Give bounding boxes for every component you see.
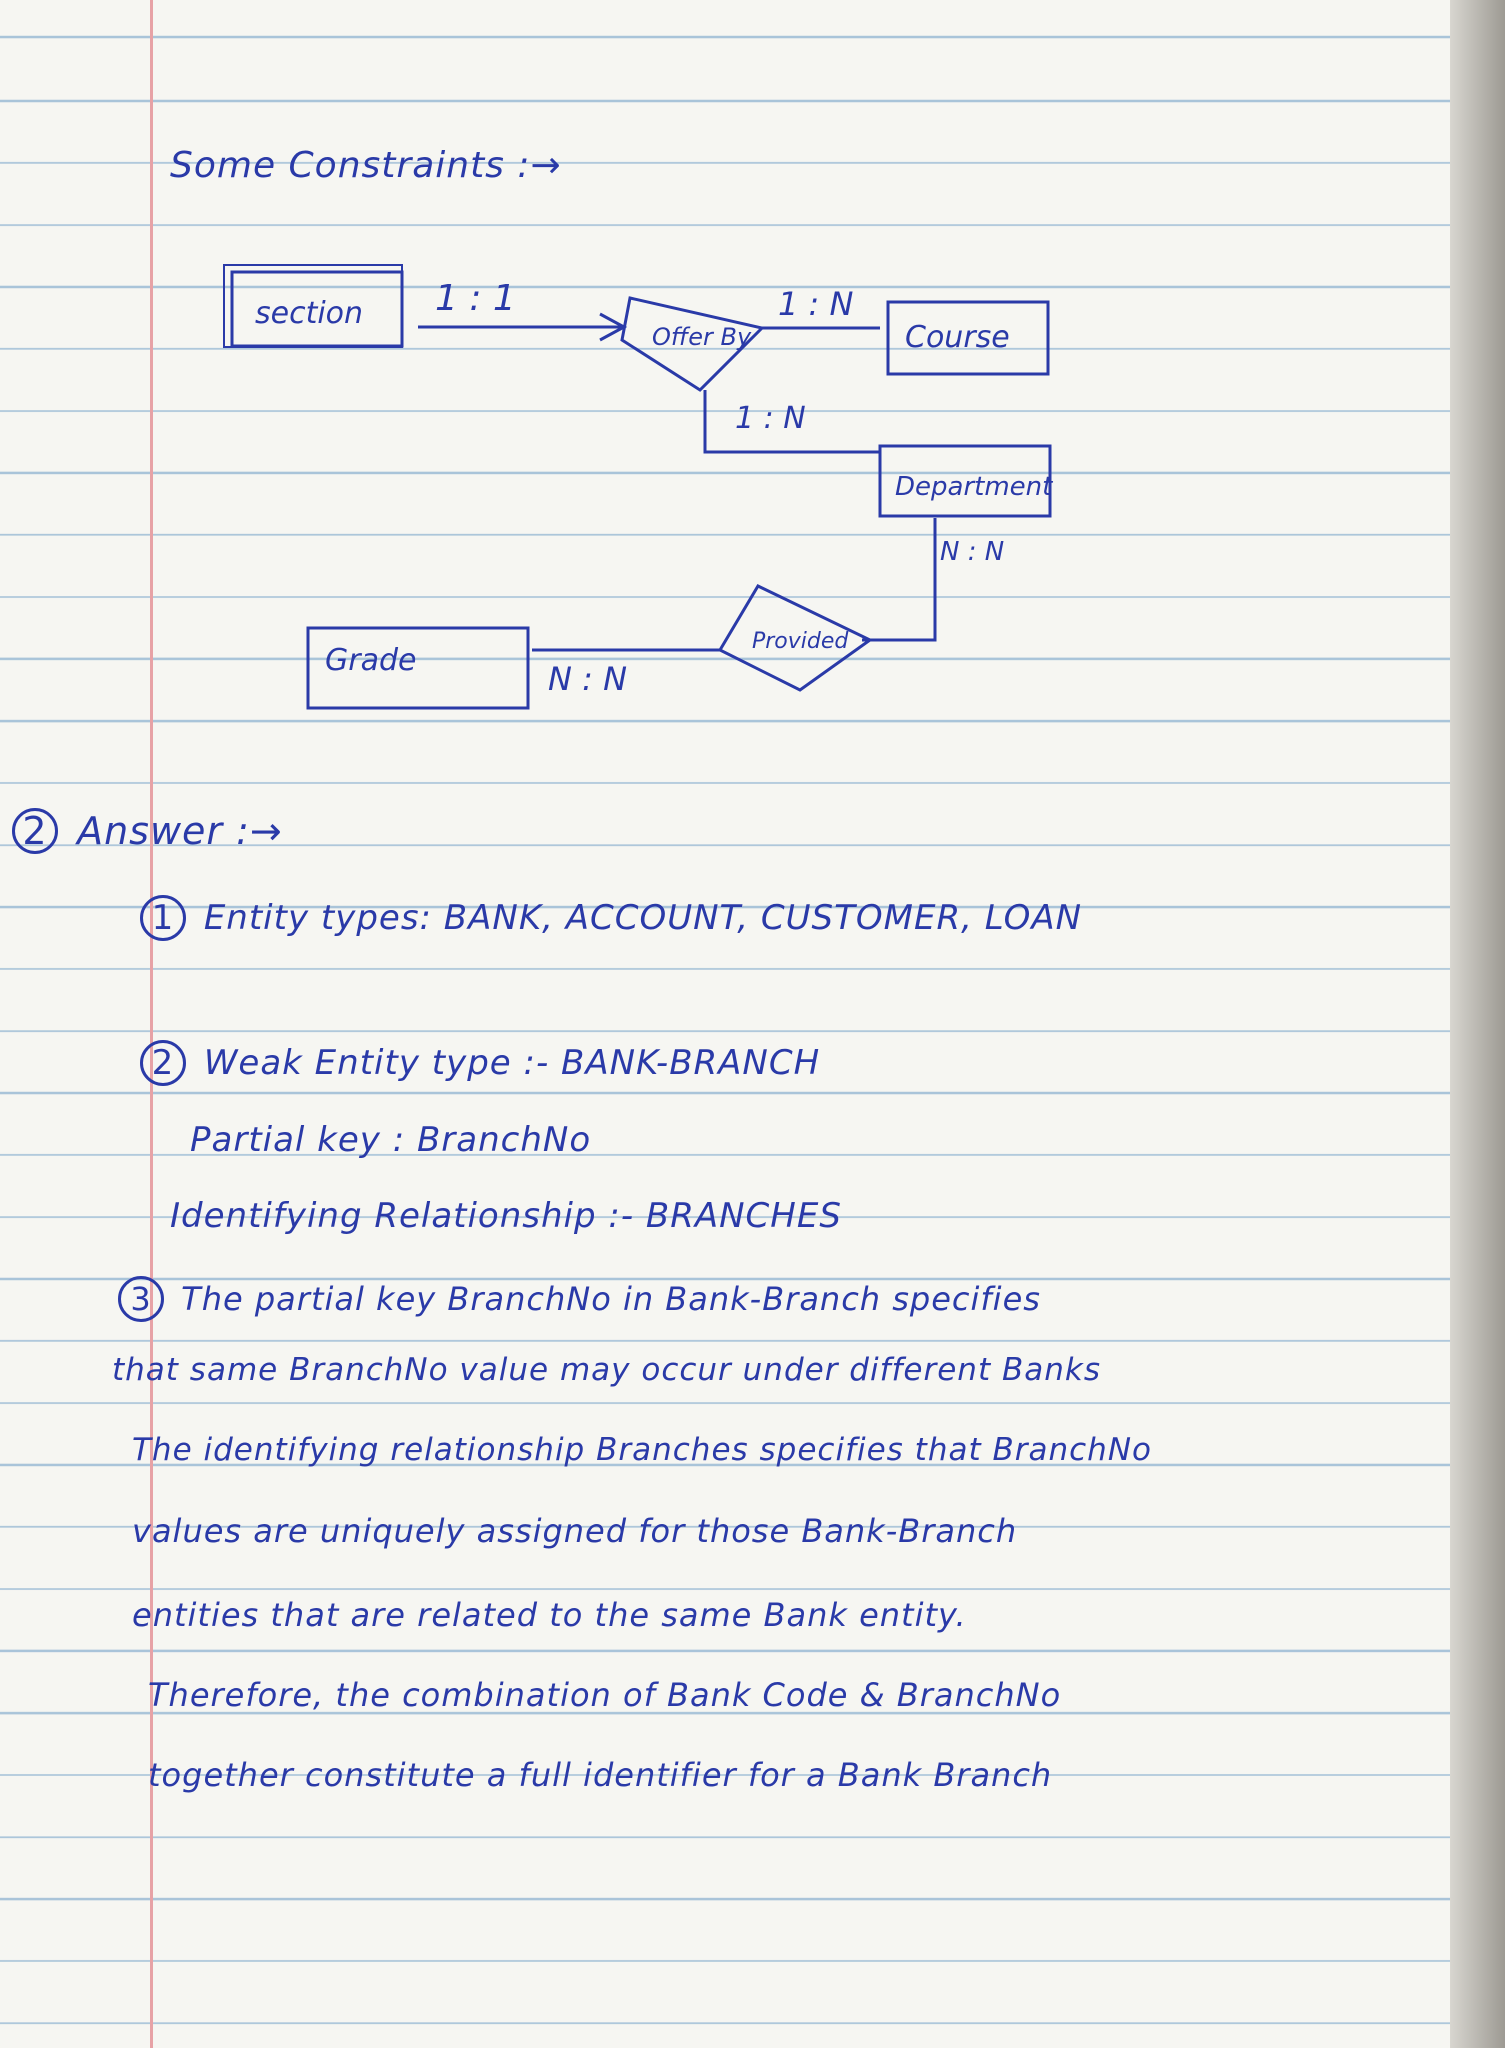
item-3-number: 3 [118, 1276, 164, 1322]
item-2-line-2: Partial key : BranchNo [190, 1120, 592, 1160]
rel-provided-label: Provided [752, 629, 849, 654]
item-3-line-4: values are uniquely assigned for those B… [132, 1512, 1018, 1550]
item-3-line-2: that same BranchNo value may occur under… [112, 1352, 1101, 1388]
margin-line [150, 0, 153, 2048]
entity-grade-label: Grade [325, 643, 416, 678]
answer-item-3: 3 The partial key BranchNo in Bank-Branc… [118, 1276, 1041, 1322]
rel-provided-diamond [717, 584, 873, 692]
notebook-page [0, 0, 1450, 2048]
answer-label: Answer :→ [77, 809, 283, 853]
answer-number: 2 [12, 808, 58, 854]
heading: Some Constraints :→ [170, 145, 562, 186]
item-3-line-3: The identifying relationship Branches sp… [132, 1432, 1152, 1468]
card-offer-department: 1 : N [735, 401, 806, 436]
link-department-provided [862, 518, 937, 642]
item-3-line-6: Therefore, the combination of Bank Code … [148, 1676, 1062, 1714]
item-3-line-7: together constitute a full identifier fo… [148, 1756, 1053, 1794]
card-department-provided: N : N [940, 537, 1004, 567]
entity-department-box [878, 444, 1052, 518]
rel-offer-diamond [620, 296, 765, 392]
entity-grade-box [306, 626, 530, 710]
item-3-line-1: The partial key BranchNo in Bank-Branch … [181, 1280, 1041, 1318]
item-2-line-3: Identifying Relationship :- BRANCHES [170, 1196, 842, 1236]
answer-heading: 2 Answer :→ [12, 808, 283, 854]
entity-course-box [886, 300, 1050, 376]
answer-item-1: 1 Entity types: BANK, ACCOUNT, CUSTOMER,… [140, 895, 1082, 941]
card-offer-course: 1 : N [778, 285, 853, 323]
card-section-offer: 1 : 1 [435, 278, 516, 319]
link-offer-department [703, 390, 880, 454]
item-2-line-1: Weak Entity type :- BANK-BRANCH [203, 1043, 821, 1083]
rel-offer-label: Offer By [652, 323, 752, 351]
item-1-line-1: Entity types: BANK, ACCOUNT, CUSTOMER, L… [203, 898, 1083, 938]
item-2-number: 2 [140, 1040, 186, 1086]
entity-department-label: Department [895, 472, 1053, 502]
entity-course-label: Course [905, 320, 1010, 355]
card-grade-provided: N : N [548, 660, 627, 698]
answer-item-2: 2 Weak Entity type :- BANK-BRANCH [140, 1040, 820, 1086]
entity-section-label: section [255, 296, 363, 331]
item-1-number: 1 [140, 895, 186, 941]
page-edge [1450, 0, 1505, 2048]
item-3-line-5: entities that are related to the same Ba… [132, 1596, 967, 1634]
